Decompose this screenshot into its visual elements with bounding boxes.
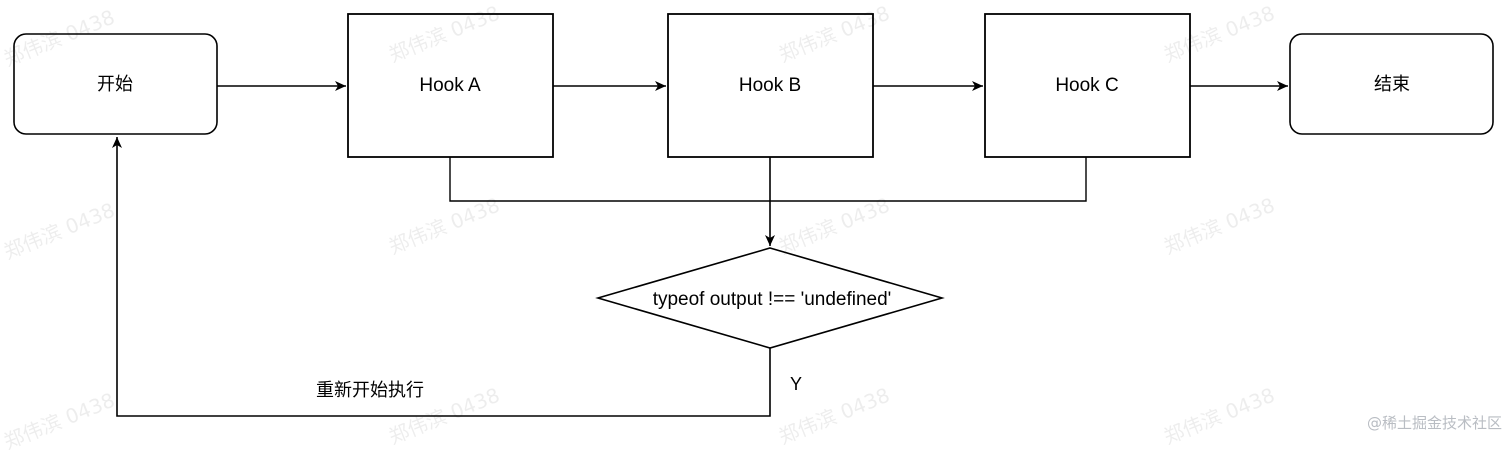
- flowchart-svg: 开始 Hook A Hook B Hook C 结束 typeof output…: [13, 13, 1494, 417]
- start-node: [13, 33, 218, 135]
- edge-decision-to-start: [112, 137, 771, 417]
- end-node-label: 结束: [1374, 74, 1410, 95]
- edge-label-yes: Y: [790, 374, 802, 394]
- start-node-label: 开始: [97, 74, 133, 95]
- hook-a-node: [347, 13, 554, 158]
- end-node: [1289, 33, 1494, 135]
- source-credit: @稀土掘金技术社区: [1366, 414, 1502, 432]
- hook-b-node: [667, 13, 874, 158]
- hook-c-node: [984, 13, 1191, 158]
- hook-a-label: Hook A: [419, 75, 481, 96]
- hook-b-label: Hook B: [739, 75, 801, 96]
- edge-label-restart: 重新开始执行: [316, 380, 424, 401]
- decision-label: typeof output !== 'undefined': [653, 289, 892, 310]
- hook-c-label: Hook C: [1055, 75, 1118, 96]
- edge-hooks-merge: [449, 157, 1087, 202]
